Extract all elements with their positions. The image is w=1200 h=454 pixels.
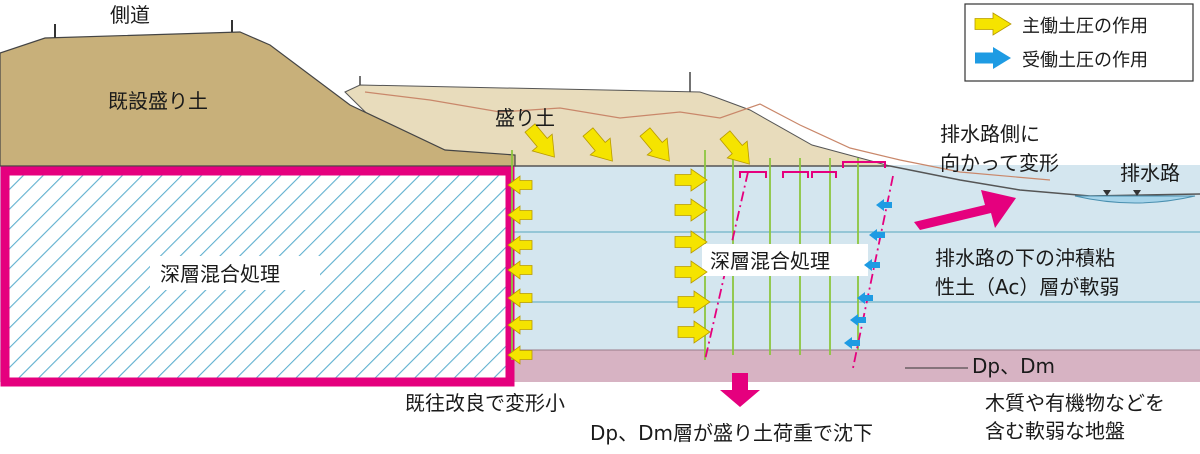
embankment-outline-line [364, 91, 1051, 181]
weak-ground-line1: 木質や有機物などを [985, 391, 1165, 415]
active-pressure-arrow [507, 288, 533, 308]
legend-passive-arrow-icon [975, 47, 1011, 69]
passive-pressure-arrows [844, 199, 892, 349]
legend-box [964, 3, 1194, 82]
existing-embankment [0, 31, 516, 167]
column-caps [739, 161, 886, 178]
settlement-arrow [720, 373, 760, 407]
active-pressure-arrow [674, 198, 708, 222]
active-pressure-arrow [674, 230, 708, 254]
active-pressure-arrows [507, 123, 750, 365]
settlement-label: Dp、Dm層が盛り土荷重で沈下 [590, 421, 873, 445]
legend-active-label: 主働土圧の作用 [1022, 16, 1148, 37]
active-pressure-arrow [674, 260, 708, 284]
center-dsm-label: 深層混合処理 [710, 249, 830, 273]
weak-ground-line2: 含む軟弱な地盤 [985, 419, 1125, 443]
deform-label-line1: 排水路側に [940, 122, 1040, 146]
dp-dm-label: Dp、Dm [972, 354, 1055, 378]
legend-active-arrow-icon [974, 12, 1012, 36]
active-pressure-arrow [507, 205, 533, 225]
center-zone-label-bg [702, 244, 868, 276]
active-pressure-arrow [507, 345, 533, 365]
legend-icons [974, 12, 1012, 69]
active-pressure-arrow [524, 123, 555, 158]
legend-passive-label: 受働土圧の作用 [1022, 50, 1148, 71]
active-pressure-arrow [507, 260, 533, 280]
passive-pressure-arrow [857, 292, 873, 304]
drainage-label: 排水路 [1120, 161, 1180, 185]
passive-pressure-arrow [869, 229, 885, 241]
slip-line-left [704, 171, 749, 361]
deform-label-line2: 向かって変形 [940, 151, 1059, 175]
active-pressure-arrow [507, 175, 533, 195]
embankment-label: 盛り土 [495, 106, 555, 130]
active-pressure-arrow [677, 290, 711, 314]
active-pressure-arrow [639, 127, 670, 162]
active-pressure-arrow [719, 130, 750, 165]
slip-line-right [852, 175, 894, 369]
past-improvement-label: 既往改良で変形小 [405, 391, 565, 415]
active-pressure-arrow [507, 235, 533, 255]
active-pressure-arrow [507, 315, 533, 335]
drainage-marker-1 [1103, 190, 1111, 196]
passive-pressure-arrow [844, 337, 860, 349]
side-road-label: 側道 [110, 3, 150, 27]
ac-label-line1: 排水路の下の沖積粘 [935, 246, 1115, 270]
left-zone-label-bg [150, 256, 320, 290]
deform-arrow [914, 190, 1016, 230]
active-pressure-arrow [582, 127, 613, 162]
active-pressure-arrow [674, 168, 708, 192]
passive-pressure-arrow [850, 314, 866, 326]
drainage-marker-2 [1133, 190, 1141, 196]
passive-pressure-arrow [864, 259, 880, 271]
left-dsm-label: 深層混合処理 [160, 262, 280, 286]
active-pressure-arrow [677, 320, 711, 344]
drainage-water [1074, 195, 1196, 204]
existing-embankment-label: 既設盛り土 [108, 89, 208, 113]
ac-label-line2: 性土（Ac）層が軟弱 [935, 275, 1119, 299]
passive-pressure-arrow [876, 199, 892, 211]
